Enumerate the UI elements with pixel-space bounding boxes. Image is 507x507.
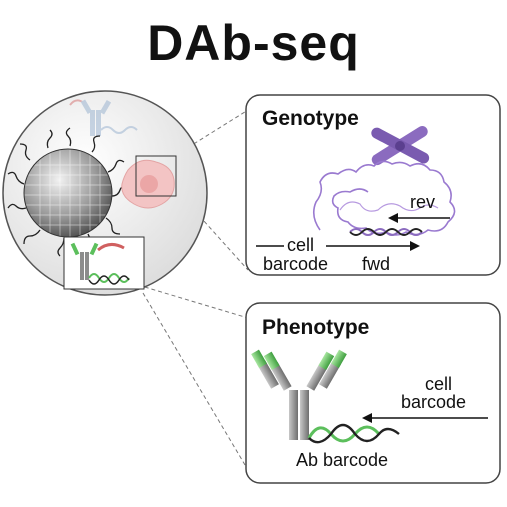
- rev-label: rev: [410, 192, 435, 212]
- phenotype-zoom-box: [63, 236, 145, 290]
- genotype-zoom-box: [135, 155, 177, 197]
- fwd-label: fwd: [362, 254, 390, 274]
- amplicon-helix: [349, 228, 423, 236]
- phenotype-cell-label: cell: [425, 374, 452, 394]
- ab-barcode-helix: [307, 423, 400, 444]
- phenotype-panel: Phenotype: [245, 302, 501, 484]
- droplet: [2, 90, 208, 296]
- fwd-primer-arrow: [256, 241, 420, 251]
- figure-title: DAb-seq: [147, 15, 360, 71]
- genotype-panel: Genotype rev cell barcode fwd: [245, 94, 501, 276]
- ab-barcode-label: Ab barcode: [296, 450, 388, 470]
- antibody-icon: [251, 349, 347, 440]
- phenotype-barcode-label: barcode: [401, 392, 466, 412]
- genotype-cell-label: cell: [287, 235, 314, 255]
- faded-antibody-icon: [69, 99, 138, 136]
- rev-primer-arrow: [388, 213, 450, 223]
- chromosome-icon: [371, 126, 430, 166]
- genotype-barcode-label: barcode: [263, 254, 328, 274]
- genotype-heading: Genotype: [262, 107, 359, 130]
- cell-barcode-arrow: [362, 413, 488, 423]
- dna-loop-inner: [339, 201, 439, 212]
- genomic-dna-strand: [312, 160, 456, 236]
- phenotype-heading: Phenotype: [262, 316, 369, 339]
